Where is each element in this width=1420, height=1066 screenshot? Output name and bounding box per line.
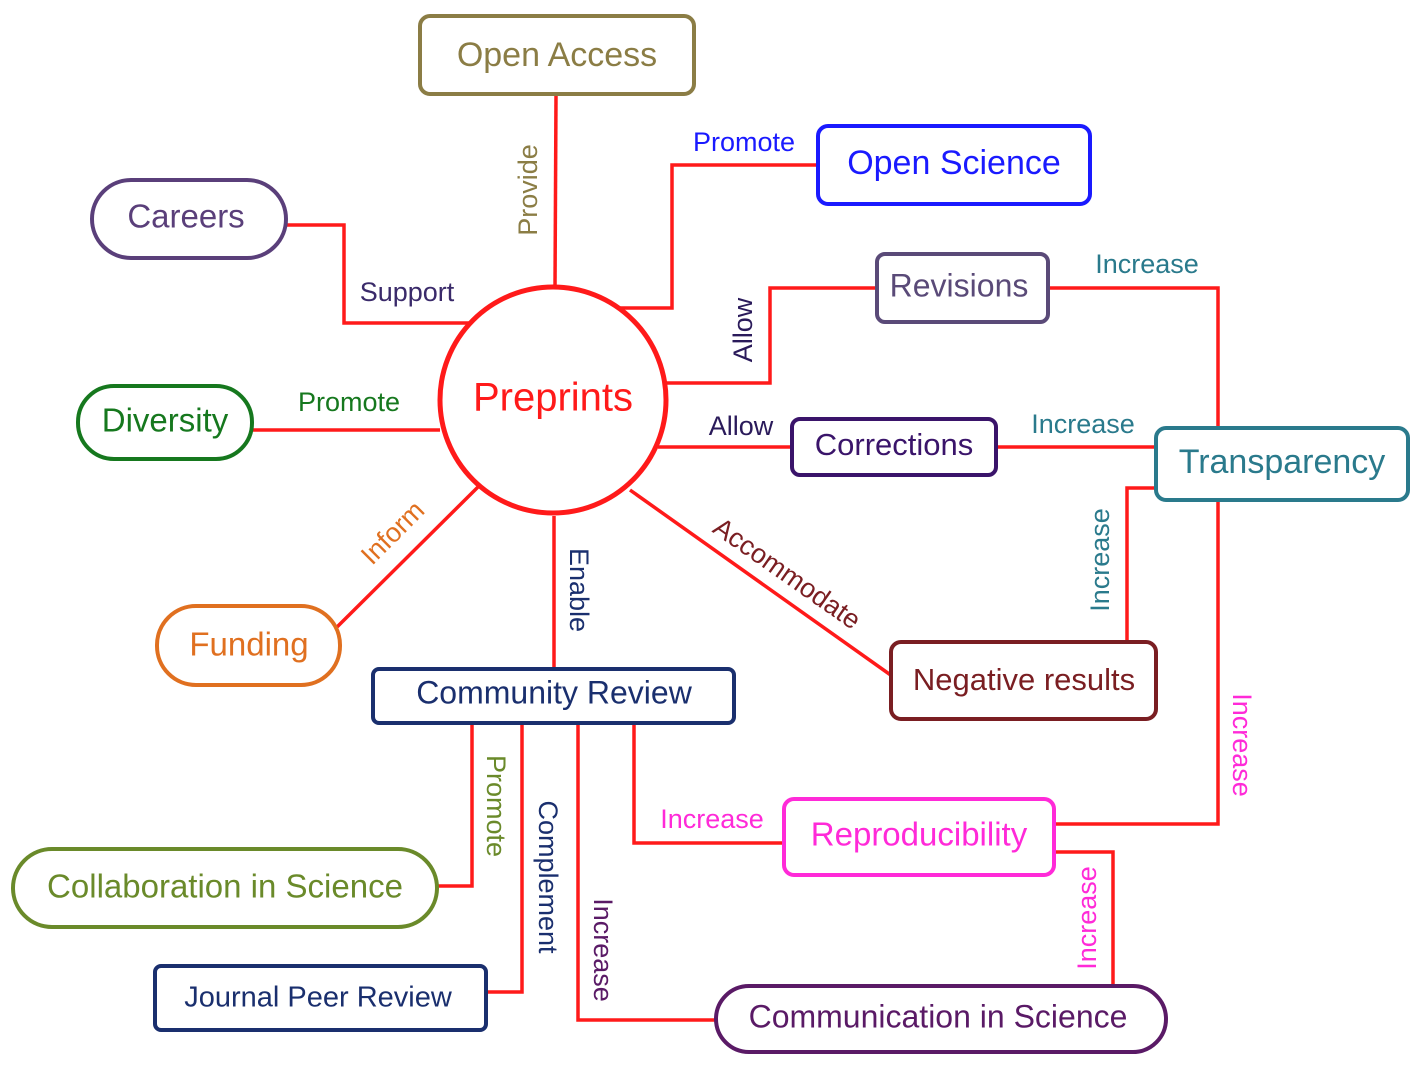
edge-label-promote-diversity: Promote bbox=[298, 387, 400, 417]
node-label: Communication in Science bbox=[749, 998, 1128, 1034]
node-community-review[interactable]: Community Review bbox=[371, 667, 736, 725]
node-reproducibility[interactable]: Reproducibility bbox=[782, 797, 1056, 877]
node-revisions[interactable]: Revisions bbox=[875, 252, 1050, 324]
edge-label-enable: Enable bbox=[564, 548, 594, 632]
node-open-access[interactable]: Open Access bbox=[418, 14, 696, 96]
node-corrections[interactable]: Corrections bbox=[790, 417, 998, 477]
edge-label-increase-repro-comm: Increase bbox=[1072, 866, 1102, 970]
edge-label-increase-revisions: Increase bbox=[1095, 249, 1199, 279]
edge-label-increase-corrections: Increase bbox=[1031, 409, 1135, 439]
node-collaboration[interactable]: Collaboration in Science bbox=[11, 847, 439, 929]
node-transparency[interactable]: Transparency bbox=[1154, 426, 1410, 502]
edge-label-increase-repro: Increase bbox=[660, 804, 764, 834]
node-label: Corrections bbox=[815, 427, 974, 462]
edge-label-support: Support bbox=[360, 277, 455, 307]
node-open-science[interactable]: Open Science bbox=[816, 124, 1092, 206]
edge-inform bbox=[334, 485, 480, 630]
node-label: Transparency bbox=[1179, 443, 1386, 481]
edge-label-increase-transparency-repro: Increase bbox=[1227, 693, 1257, 797]
node-careers[interactable]: Careers bbox=[90, 178, 288, 260]
node-negative-results[interactable]: Negative results bbox=[889, 640, 1158, 721]
node-label: Preprints bbox=[473, 376, 633, 420]
edge-increase-repro bbox=[632, 724, 784, 845]
edge-label-increase-comm: Increase bbox=[588, 898, 618, 1002]
edge-label-complement: Complement bbox=[533, 800, 563, 954]
node-label: Funding bbox=[189, 626, 308, 663]
node-communication[interactable]: Communication in Science bbox=[714, 984, 1168, 1054]
nodes: Preprints Open Access Open Science Caree… bbox=[11, 14, 1410, 1054]
edge-label-allow-revisions: Allow bbox=[728, 297, 758, 362]
edge-support bbox=[287, 223, 470, 325]
edge-label-increase-negative: Increase bbox=[1085, 508, 1115, 612]
edge-increase-comm bbox=[576, 724, 716, 1022]
node-journal-peer-review[interactable]: Journal Peer Review bbox=[153, 964, 488, 1032]
edge-allow-revisions bbox=[665, 286, 877, 385]
edge-accommodate bbox=[628, 488, 894, 678]
node-funding[interactable]: Funding bbox=[155, 604, 342, 687]
edge-label-promote-collab: Promote bbox=[481, 755, 511, 857]
edge-increase-negative bbox=[1125, 486, 1156, 640]
node-label: Community Review bbox=[416, 674, 693, 710]
edge-promote-collab bbox=[436, 724, 474, 888]
edges bbox=[252, 95, 1220, 1022]
edge-provide bbox=[553, 95, 558, 289]
node-label: Collaboration in Science bbox=[47, 868, 403, 905]
node-preprints[interactable]: Preprints bbox=[437, 284, 669, 516]
edge-label-inform: Inform bbox=[355, 495, 430, 570]
node-diversity[interactable]: Diversity bbox=[76, 384, 254, 461]
edge-increase-repro-comm bbox=[1054, 850, 1115, 986]
node-label: Open Access bbox=[457, 36, 657, 74]
edge-increase-transparency-repro bbox=[1054, 501, 1220, 826]
edge-promote-open-science bbox=[618, 163, 817, 310]
node-label: Open Science bbox=[847, 144, 1061, 182]
node-label: Reproducibility bbox=[811, 816, 1028, 853]
edge-complement bbox=[486, 724, 524, 994]
edge-label-promote-open-science: Promote bbox=[693, 127, 795, 157]
edge-label-provide: Provide bbox=[513, 144, 543, 236]
node-label: Revisions bbox=[890, 267, 1029, 303]
edge-increase-revisions bbox=[1048, 286, 1220, 428]
node-label: Careers bbox=[127, 198, 244, 235]
edge-label-allow-corrections: Allow bbox=[709, 411, 774, 441]
node-label: Negative results bbox=[913, 662, 1135, 697]
node-label: Diversity bbox=[102, 402, 229, 439]
edge-label-accommodate: Accommodate bbox=[708, 512, 867, 636]
node-label: Journal Peer Review bbox=[184, 982, 453, 1014]
